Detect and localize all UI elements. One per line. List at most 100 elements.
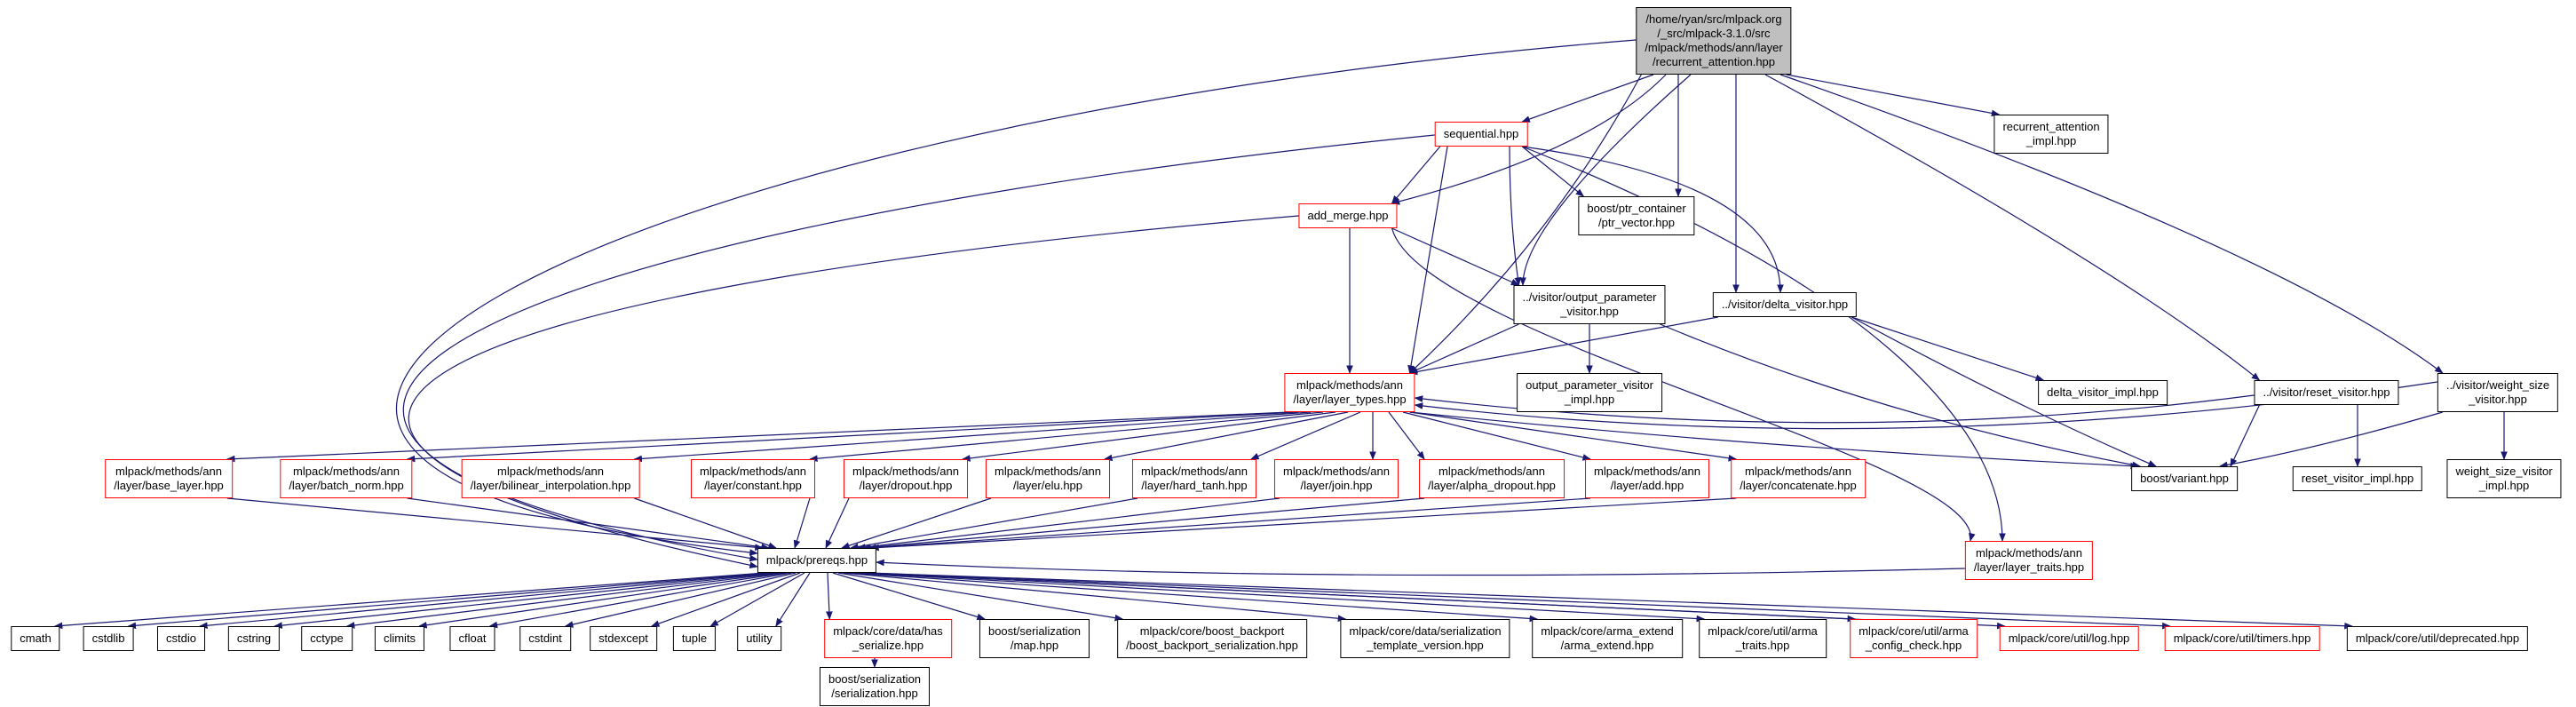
graph-node-rec_impl[interactable]: recurrent_attention _impl.hpp	[1993, 115, 2109, 154]
graph-node-constant[interactable]: mlpack/methods/ann /layer/constant.hpp	[691, 459, 815, 498]
graph-node-climits[interactable]: climits	[374, 626, 425, 651]
graph-node-layer_traits[interactable]: mlpack/methods/ann /layer/layer_traits.h…	[1964, 541, 2094, 580]
graph-node-serialization[interactable]: boost/serialization /serialization.hpp	[819, 667, 931, 706]
include-edge-prereqs-ser_map	[832, 572, 986, 621]
graph-node-cstring[interactable]: cstring	[227, 626, 281, 651]
graph-node-delta_impl[interactable]: delta_visitor_impl.hpp	[2038, 380, 2168, 405]
include-edge-layer_types-hard_tanh	[1250, 411, 1361, 460]
include-edge-main-opv	[1519, 74, 1692, 286]
include-edge-alpha_dropout-prereqs	[862, 497, 1425, 552]
include-edge-sequential-opv	[1509, 146, 1522, 286]
graph-node-ptr_vector[interactable]: boost/ptr_container /ptr_vector.hpp	[1578, 196, 1695, 235]
graph-node-cstdio[interactable]: cstdio	[157, 626, 205, 651]
graph-node-bilinear[interactable]: mlpack/methods/ann /layer/bilinear_inter…	[461, 459, 640, 498]
include-edge-delta_v-variant	[1851, 316, 2157, 467]
graph-node-batch_norm[interactable]: mlpack/methods/ann /layer/batch_norm.hpp	[280, 459, 413, 498]
graph-node-cfloat[interactable]: cfloat	[449, 626, 495, 651]
include-edge-hard_tanh-prereqs	[850, 497, 1138, 551]
include-edge-layer_types-constant	[809, 411, 1324, 463]
include-edge-prereqs-cstring	[273, 572, 779, 629]
include-edge-add_merge-opv	[1391, 227, 1520, 286]
graph-node-utility[interactable]: utility	[737, 626, 781, 651]
include-edge-concatenate-prereqs	[870, 497, 1737, 552]
graph-node-arma_extend[interactable]: mlpack/core/arma_extend /arma_extend.hpp	[1532, 619, 1683, 658]
graph-node-stdexcept[interactable]: stdexcept	[590, 626, 657, 651]
graph-node-timers[interactable]: mlpack/core/util/timers.hpp	[2164, 626, 2320, 651]
graph-node-ser_tmpl[interactable]: mlpack/core/data/serialization _template…	[1340, 619, 1510, 658]
include-edge-layer_types-dropout	[962, 411, 1336, 462]
graph-node-wsv[interactable]: ../visitor/weight_size _visitor.hpp	[2437, 373, 2559, 412]
include-edge-prereqs-arma_extend	[848, 572, 1539, 623]
graph-node-backport[interactable]: mlpack/core/boost_backport /boost_backpo…	[1117, 619, 1307, 658]
graph-node-join[interactable]: mlpack/methods/ann /layer/join.hpp	[1274, 459, 1399, 498]
graph-node-cstdint[interactable]: cstdint	[519, 626, 571, 651]
graph-node-add[interactable]: mlpack/methods/ann /layer/add.hpp	[1585, 459, 1709, 498]
graph-node-reset_impl[interactable]: reset_visitor_impl.hpp	[2292, 466, 2423, 491]
graph-node-alpha_dropout[interactable]: mlpack/methods/ann /layer/alpha_dropout.…	[1419, 459, 1565, 498]
graph-node-prereqs[interactable]: mlpack/prereqs.hpp	[757, 548, 877, 573]
graph-node-layer_types[interactable]: mlpack/methods/ann /layer/layer_types.hp…	[1284, 373, 1415, 412]
include-edge-prereqs-cstdlib	[127, 572, 770, 630]
include-edge-base_layer-prereqs	[226, 497, 764, 552]
graph-node-wsv_impl[interactable]: weight_size_visitor _impl.hpp	[2446, 459, 2562, 498]
include-edge-main-wsv	[1779, 74, 2444, 374]
include-edge-prereqs-climits	[418, 572, 788, 629]
graph-node-concatenate[interactable]: mlpack/methods/ann /layer/concatenate.hp…	[1731, 459, 1866, 498]
include-edge-wsv-variant	[2219, 411, 2444, 469]
graph-node-delta_v[interactable]: ../visitor/delta_visitor.hpp	[1712, 292, 1858, 317]
include-edge-opv-variant	[1660, 323, 2141, 469]
include-edge-prereqs-stdexcept	[650, 572, 801, 627]
graph-node-ser_map[interactable]: boost/serialization /map.hpp	[979, 619, 1090, 658]
include-edge-layer_traits-prereqs	[876, 559, 1965, 576]
graph-node-hard_tanh[interactable]: mlpack/methods/ann /layer/hard_tanh.hpp	[1132, 459, 1256, 498]
graph-node-opv[interactable]: ../visitor/output_parameter _visitor.hpp	[1513, 285, 1666, 324]
include-edge-sequential-layer_types	[1407, 146, 1448, 374]
include-edge-reset_v-variant	[2230, 404, 2261, 467]
graph-node-cmath[interactable]: cmath	[11, 626, 60, 651]
include-edge-prereqs-cfloat	[488, 572, 792, 629]
include-edge-main-rec_impl	[1786, 74, 2001, 117]
graph-node-cstdlib[interactable]: cstdlib	[83, 626, 134, 651]
graph-node-main: /home/ryan/src/mlpack.org /_src/mlpack-3…	[1636, 7, 1792, 75]
include-edge-layer_types-concatenate	[1409, 411, 1738, 462]
include-edge-prereqs-log	[861, 572, 2006, 630]
include-edge-main-add_merge	[1391, 74, 1667, 205]
graph-node-cctype[interactable]: cctype	[301, 626, 353, 651]
graph-node-variant[interactable]: boost/variant.hpp	[2131, 466, 2238, 491]
include-edge-main-sequential	[1521, 74, 1654, 123]
graph-node-sequential[interactable]: sequential.hpp	[1434, 122, 1528, 147]
graph-node-base_layer[interactable]: mlpack/methods/ann /layer/base_layer.hpp	[105, 459, 233, 498]
include-edge-prereqs-timers	[865, 572, 2171, 630]
include-edge-opv-layer_types	[1408, 323, 1519, 374]
include-edge-sequential-ptr_vector	[1521, 146, 1585, 197]
graph-node-reset_v[interactable]: ../visitor/reset_visitor.hpp	[2254, 380, 2399, 405]
graph-node-arma_config[interactable]: mlpack/core/util/arma _config_check.hpp	[1850, 619, 1978, 658]
include-edge-prereqs-cstdio	[199, 572, 774, 630]
graph-node-elu[interactable]: mlpack/methods/ann /layer/elu.hpp	[986, 459, 1110, 498]
include-edge-prereqs-cstdint	[564, 572, 797, 628]
include-edge-prereqs-cmath	[53, 572, 765, 630]
include-edge-prereqs-tuple	[709, 572, 805, 627]
include-edge-layer_types-base_layer	[226, 411, 1290, 463]
include-edge-dropout-prereqs	[825, 497, 850, 549]
include-edge-constant-prereqs	[793, 497, 811, 549]
include-edge-layer_types-variant	[1409, 411, 2139, 470]
graph-node-deprecated[interactable]: mlpack/core/util/deprecated.hpp	[2346, 626, 2529, 651]
include-edge-elu-prereqs	[841, 497, 992, 549]
include-edge-delta_v-layer_types	[1408, 316, 1718, 376]
include-edge-layer_types-elu	[1104, 411, 1349, 462]
graph-node-opv_impl[interactable]: output_parameter_visitor _impl.hpp	[1517, 373, 1662, 412]
include-edge-main-reset_v	[1764, 74, 2261, 381]
graph-node-tuple[interactable]: tuple	[672, 626, 717, 651]
include-edge-bilinear-prereqs	[634, 497, 777, 549]
include-edge-prereqs-cctype	[345, 572, 783, 629]
include-edge-layer_types-batch_norm	[406, 411, 1299, 463]
graph-node-dropout[interactable]: mlpack/methods/ann /layer/dropout.hpp	[844, 459, 968, 498]
graph-node-has_serialize[interactable]: mlpack/core/data/has _serialize.hpp	[824, 619, 952, 658]
include-edge-add_merge-layer_traits	[1391, 227, 1976, 542]
graph-node-add_merge[interactable]: add_merge.hpp	[1298, 203, 1398, 228]
graph-node-arma_traits[interactable]: mlpack/core/util/arma _traits.hpp	[1699, 619, 1827, 658]
graph-node-log[interactable]: mlpack/core/util/log.hpp	[1999, 626, 2139, 651]
